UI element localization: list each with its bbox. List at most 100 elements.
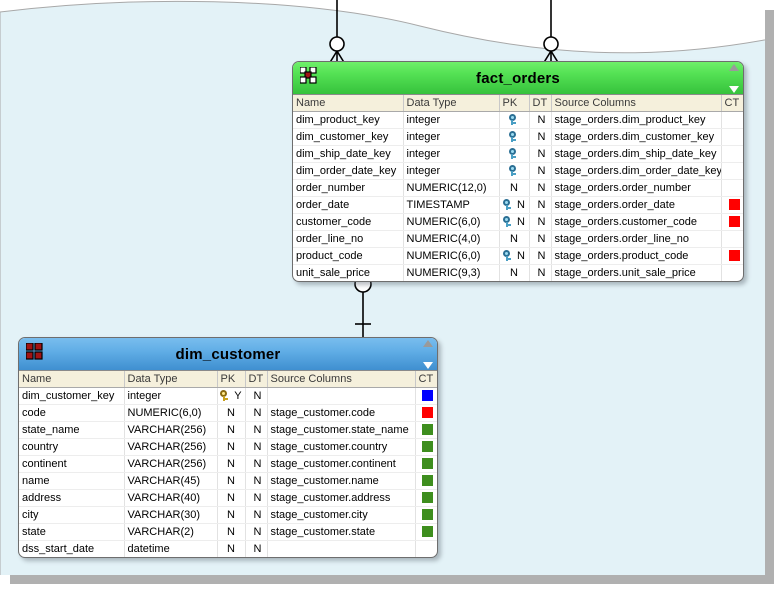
- column-source: stage_orders.order_number: [551, 179, 722, 197]
- table-fact-icon: [300, 67, 317, 84]
- column-source: stage_customer.continent: [267, 455, 416, 473]
- column-name: city: [19, 506, 125, 524]
- col-header-source[interactable]: Source Columns: [551, 95, 722, 112]
- column-dt: N: [245, 506, 268, 524]
- column-ct: [415, 541, 437, 558]
- column-name: code: [19, 404, 125, 422]
- entity-titlebar[interactable]: fact_orders: [293, 62, 743, 95]
- ct-color-swatch: [422, 406, 434, 418]
- column-name: continent: [19, 455, 125, 473]
- entity-scroll-buttons[interactable]: [421, 340, 434, 369]
- column-data-type: integer: [403, 162, 500, 180]
- scroll-up-icon[interactable]: [422, 340, 433, 347]
- column-pk: N: [217, 438, 246, 456]
- scroll-down-icon[interactable]: [422, 362, 433, 369]
- column-name: country: [19, 438, 125, 456]
- column-source: [267, 540, 416, 557]
- column-data-type: NUMERIC(6,0): [124, 404, 218, 422]
- col-header-ct[interactable]: CT: [721, 95, 743, 112]
- column-dt: N: [245, 404, 268, 422]
- column-source: stage_orders.product_code: [551, 247, 722, 265]
- column-dt: N: [245, 455, 268, 473]
- col-header-name[interactable]: Name: [293, 95, 404, 112]
- col-header-name[interactable]: Name: [19, 371, 125, 388]
- column-name: order_date: [293, 196, 404, 214]
- column-name: name: [19, 472, 125, 490]
- column-pk: [499, 128, 530, 146]
- column-ct: [415, 455, 437, 473]
- column-data-type: integer: [403, 111, 500, 129]
- primary-key-icon: [508, 165, 520, 176]
- col-header-source[interactable]: Source Columns: [267, 371, 416, 388]
- entity-scroll-buttons[interactable]: [727, 64, 740, 93]
- column-data-type: integer: [403, 128, 500, 146]
- column-source: stage_orders.customer_code: [551, 213, 722, 231]
- primary-key-icon: [503, 216, 514, 227]
- column-data-type: datetime: [124, 540, 218, 557]
- col-header-dt[interactable]: DT: [529, 95, 552, 112]
- column-dt: N: [529, 162, 552, 180]
- entity-fact-orders[interactable]: fact_orders Name Data Type PK DT Source …: [292, 61, 744, 282]
- column-source: stage_customer.state_name: [267, 421, 416, 439]
- column-name: customer_code: [293, 213, 404, 231]
- col-header-pk[interactable]: PK: [217, 371, 246, 388]
- column-data-type: integer: [403, 145, 500, 163]
- column-pk: N: [499, 213, 530, 231]
- entity-titlebar[interactable]: dim_customer: [19, 338, 437, 371]
- column-data-type: VARCHAR(256): [124, 455, 218, 473]
- column-grid: Name Data Type PK DT Source Columns CT d…: [293, 95, 743, 281]
- scroll-down-icon[interactable]: [728, 86, 739, 93]
- col-header-type[interactable]: Data Type: [124, 371, 218, 388]
- ct-color-swatch: [422, 457, 434, 469]
- column-pk: N: [499, 264, 530, 281]
- column-ct: [415, 523, 437, 541]
- column-source: stage_orders.dim_order_date_key: [551, 162, 722, 180]
- primary-key-icon: [503, 250, 514, 261]
- column-ct: [415, 387, 437, 405]
- col-header-ct[interactable]: CT: [415, 371, 437, 388]
- column-name: unit_sale_price: [293, 264, 404, 281]
- column-ct: [415, 472, 437, 490]
- column-ct: [415, 489, 437, 507]
- column-ct: [721, 128, 743, 146]
- entity-dim-customer[interactable]: dim_customer Name Data Type PK DT Source…: [18, 337, 438, 558]
- column-name: order_number: [293, 179, 404, 197]
- column-pk: Y: [217, 387, 246, 405]
- ct-color-swatch: [422, 423, 434, 435]
- column-dt: N: [529, 230, 552, 248]
- col-header-dt[interactable]: DT: [245, 371, 268, 388]
- ct-color-swatch: [729, 198, 741, 210]
- column-ct: [415, 421, 437, 439]
- column-ct: [721, 230, 743, 248]
- column-pk: [499, 145, 530, 163]
- column-pk: N: [217, 455, 246, 473]
- column-data-type: NUMERIC(12,0): [403, 179, 500, 197]
- column-name: order_line_no: [293, 230, 404, 248]
- scroll-up-icon[interactable]: [728, 64, 739, 71]
- col-header-pk[interactable]: PK: [499, 95, 530, 112]
- column-data-type: NUMERIC(4,0): [403, 230, 500, 248]
- col-header-type[interactable]: Data Type: [403, 95, 500, 112]
- column-source: stage_customer.name: [267, 472, 416, 490]
